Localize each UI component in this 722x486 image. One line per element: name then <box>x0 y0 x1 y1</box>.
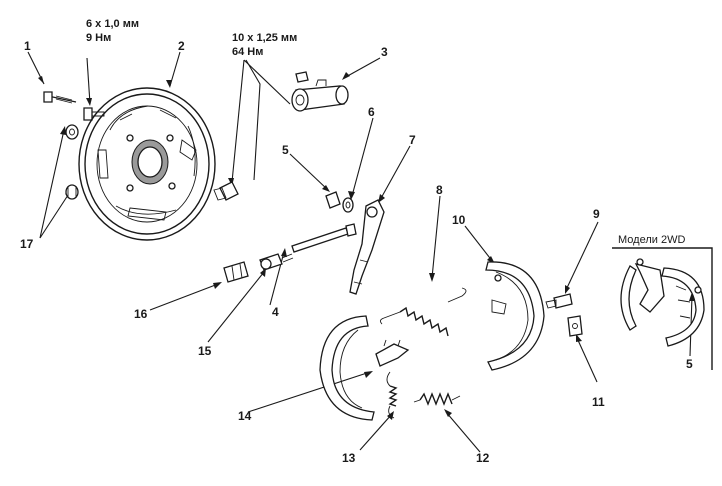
part-2-backing-plate <box>78 87 216 241</box>
callout-17: 17 <box>20 237 34 251</box>
part-13-lower-spring <box>386 371 398 419</box>
part-7-lever <box>349 199 385 295</box>
callout-9: 9 <box>593 207 600 221</box>
part-9-pin <box>545 293 573 309</box>
small-bolt-size: 6 x 1,0 мм <box>86 18 139 30</box>
callout-15: 15 <box>198 344 212 358</box>
callout-5: 5 <box>282 143 289 157</box>
large-bolt-torque: 64 Нм <box>232 46 264 58</box>
small-bolt-torque: 9 Нм <box>86 32 112 44</box>
callout-4: 4 <box>272 305 279 319</box>
small-bolt <box>83 107 105 121</box>
part-11-retainer <box>567 315 583 337</box>
callout-14: 14 <box>238 409 252 423</box>
part-12-spring <box>413 392 461 406</box>
part-15-adjuster-screw <box>259 253 294 271</box>
callout-6: 6 <box>368 105 375 119</box>
callout-12: 12 <box>476 451 490 465</box>
callout-7: 7 <box>409 133 416 147</box>
large-bolt <box>213 181 239 201</box>
part-5-clip <box>325 191 341 209</box>
large-bolt-size: 10 x 1,25 мм <box>232 32 298 44</box>
part-16-adjuster-nut <box>223 261 249 283</box>
part-17-washers <box>65 124 79 200</box>
callout-10: 10 <box>452 213 466 227</box>
part-3-wheel-cylinder <box>291 71 349 112</box>
inset-title: Модели 2WD <box>618 234 686 246</box>
callout-8: 8 <box>436 183 443 197</box>
callout-1: 1 <box>24 39 31 53</box>
callout-3: 3 <box>381 45 388 59</box>
left-shoe <box>319 315 375 421</box>
callout-13: 13 <box>342 451 356 465</box>
part-8-upper-spring <box>379 287 467 337</box>
callout-5-inset: 5 <box>686 357 693 371</box>
part-4-adjuster-rod <box>291 223 357 253</box>
part-1-bolt <box>43 91 77 104</box>
callout-16: 16 <box>134 307 148 321</box>
part-14-strut <box>375 339 410 367</box>
callout-2: 2 <box>178 39 185 53</box>
inset-2wd <box>612 247 713 370</box>
part-10-right-shoe <box>485 261 545 371</box>
part-6-washer <box>342 197 354 213</box>
callout-11: 11 <box>592 395 605 409</box>
